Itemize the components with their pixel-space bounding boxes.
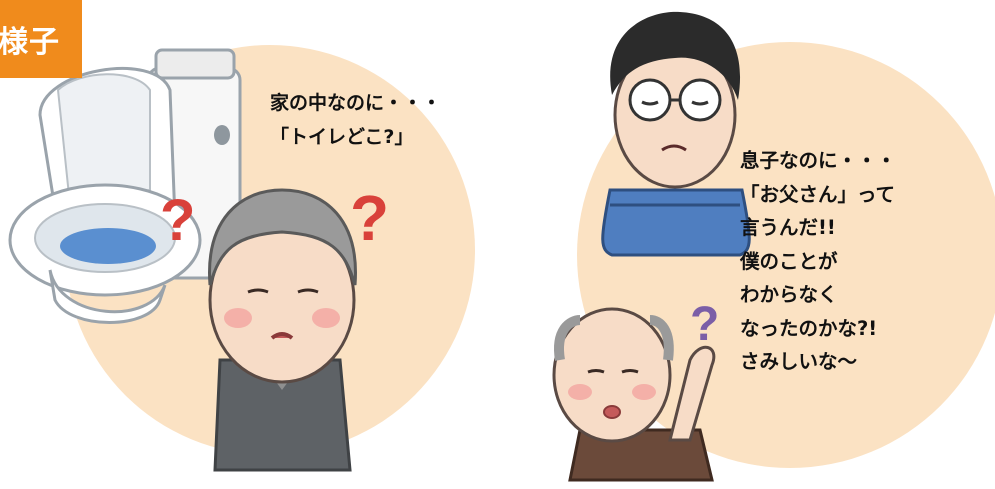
question-mark-icon: ? (160, 188, 195, 253)
right-caption-line: さみしいな～ (740, 350, 858, 373)
elderly-man-confused-icon (208, 188, 357, 472)
right-caption-line: 言うんだ!! (740, 216, 836, 239)
question-mark-icon: ? (690, 298, 719, 351)
question-mark-icon: ? (350, 182, 389, 254)
toilet-icon (8, 48, 242, 324)
section-tag-text: 様子 (0, 25, 60, 60)
right-caption-line: わからなく (740, 283, 838, 306)
right-caption-line: 息子なのに・・・ (740, 149, 897, 172)
right-caption-line: 僕のことが (740, 249, 838, 273)
right-caption-line: なったのかな?! (740, 316, 878, 340)
elderly-man-listening-icon (552, 307, 716, 482)
left-caption-line: 「トイレどこ?」 (270, 126, 414, 148)
right-caption: 息子なのに・・・ 「お父さん」って 言うんだ!! 僕のことが わからなく なった… (740, 144, 896, 379)
left-caption: 家の中なのに・・・ 「トイレどこ?」 (270, 86, 441, 154)
left-caption-line: 家の中なのに・・・ (270, 92, 442, 114)
son-sad-icon (601, 11, 751, 257)
right-caption-line: 「お父さん」って (740, 182, 896, 206)
section-tag: 様子 (0, 0, 82, 78)
